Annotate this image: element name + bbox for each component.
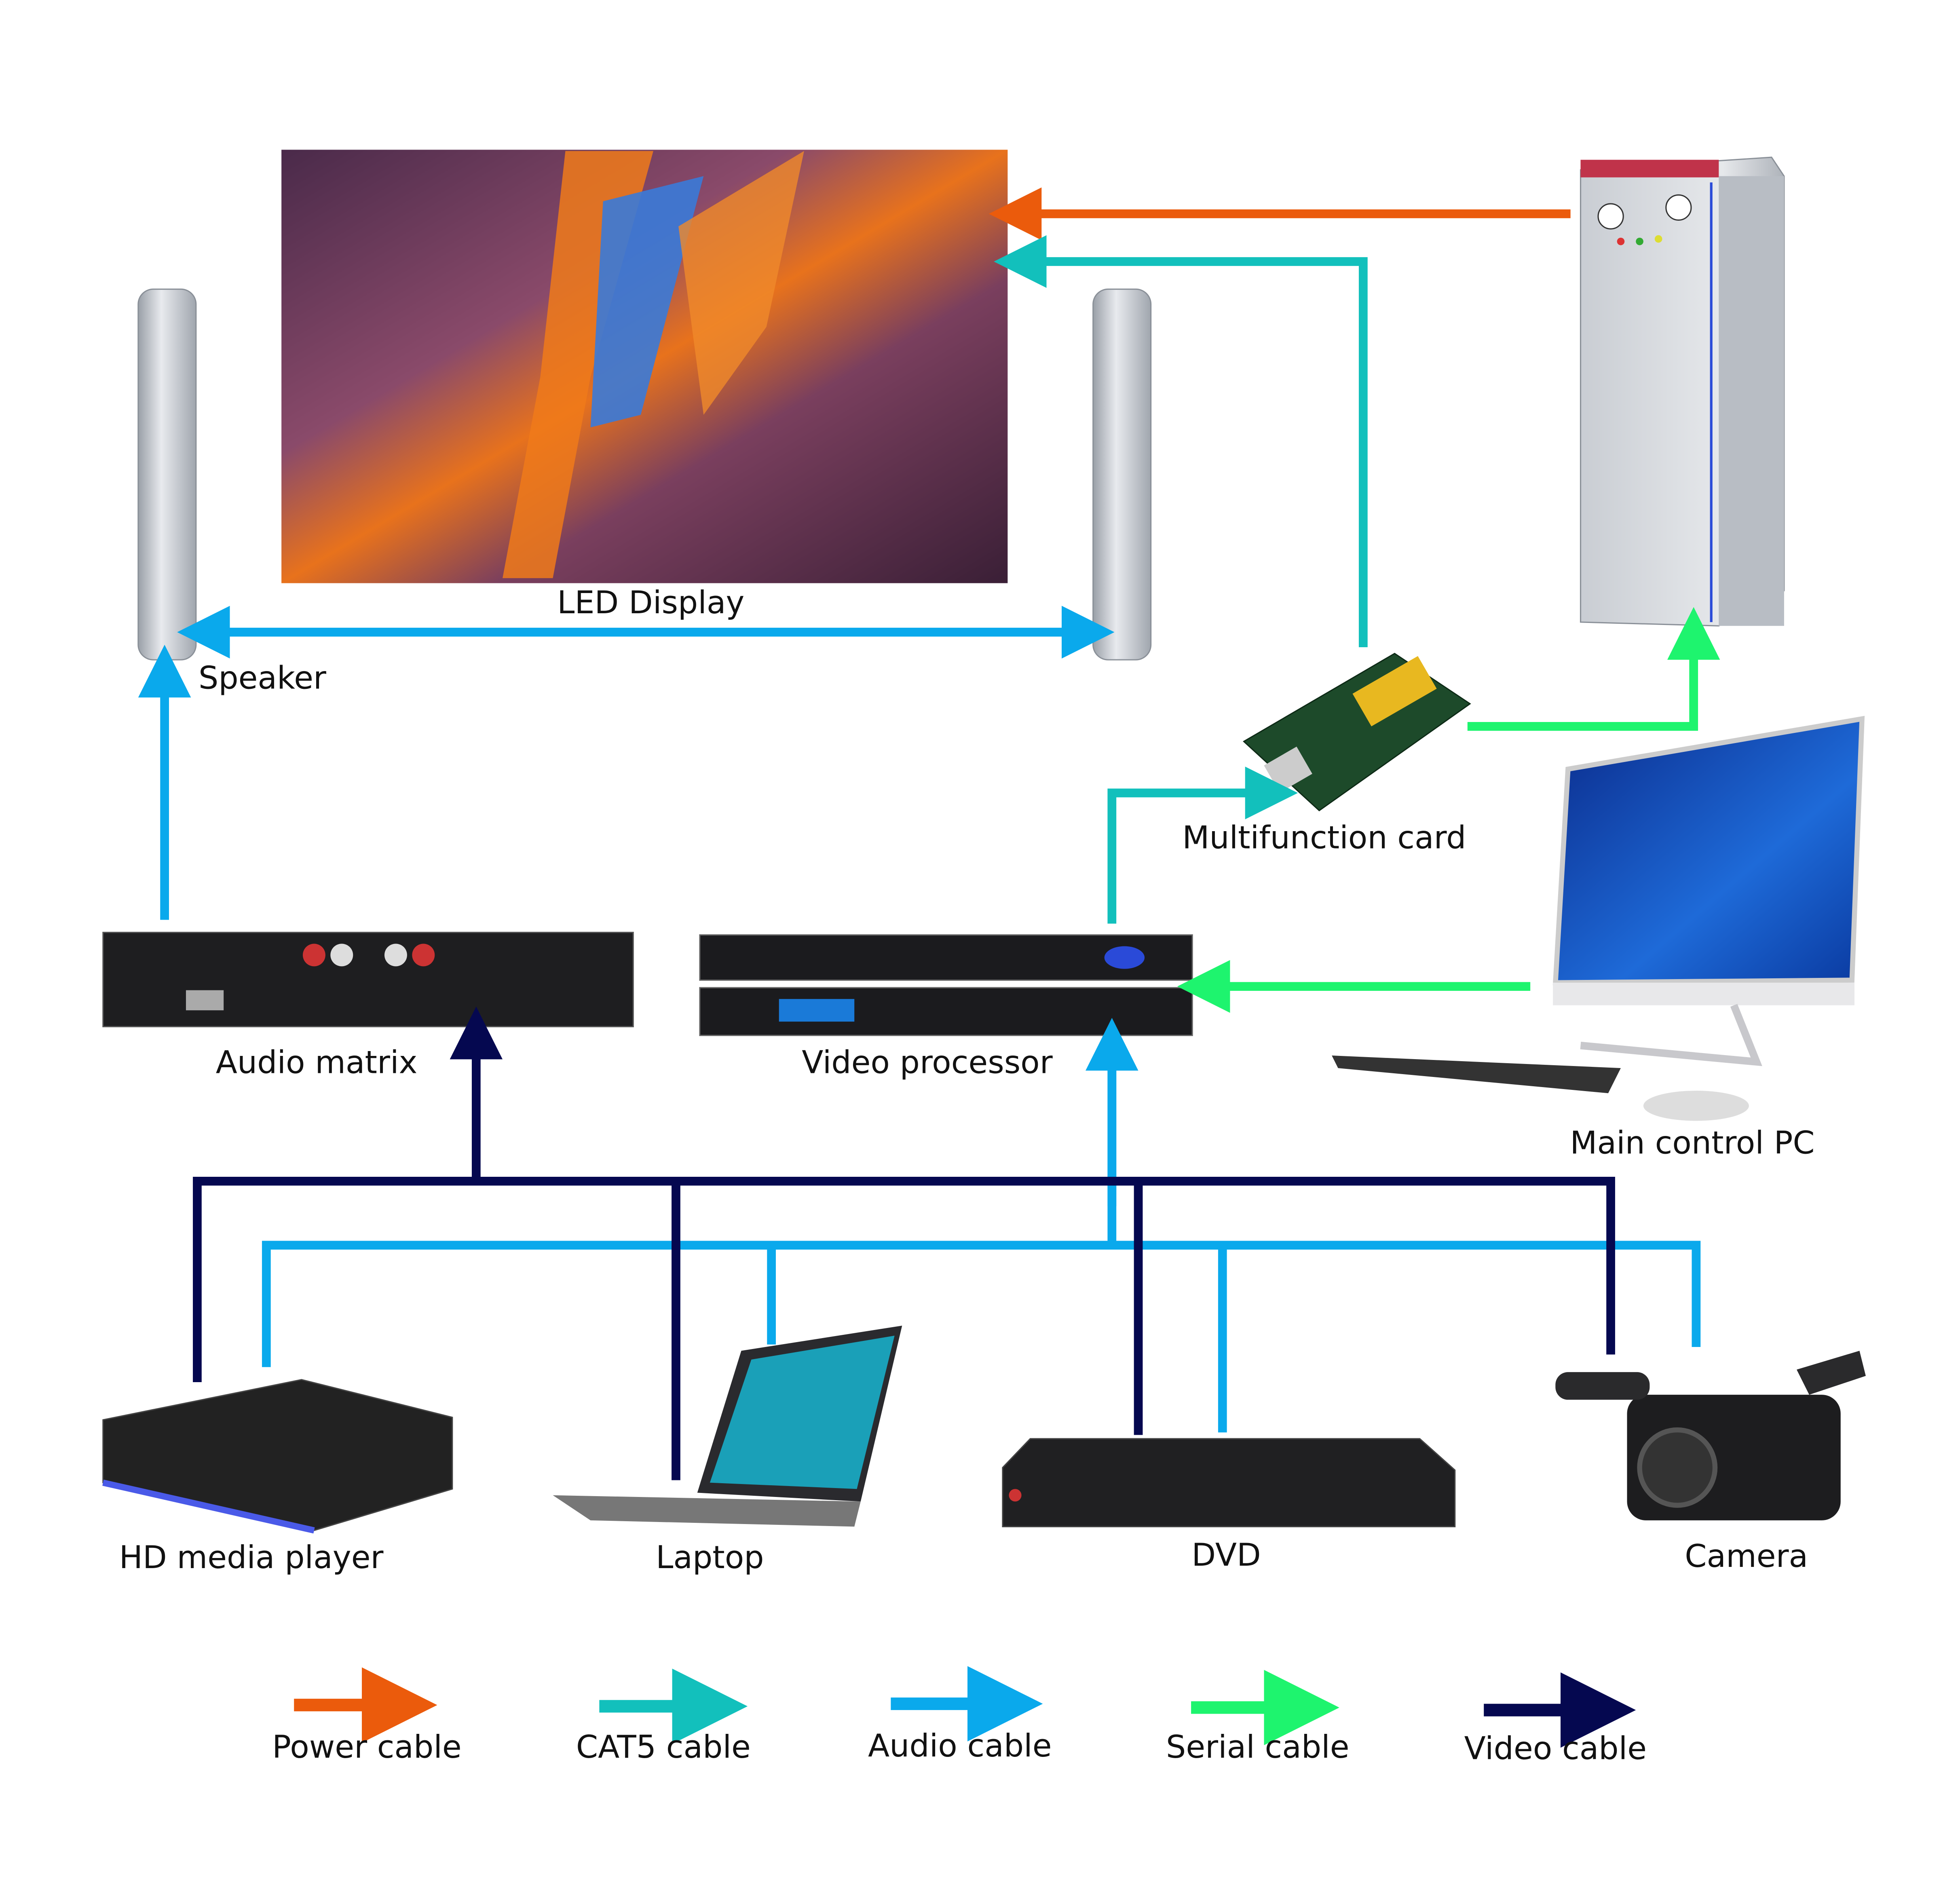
multifunction-card: Multifunction card bbox=[1182, 652, 1471, 856]
speaker-label: Speaker bbox=[199, 660, 326, 697]
dvd-player: DVD bbox=[1002, 1438, 1456, 1573]
legend-item-serial: Serial cable bbox=[1166, 1670, 1350, 1765]
laptop-label: Laptop bbox=[656, 1539, 764, 1576]
camera-label: Camera bbox=[1685, 1538, 1808, 1575]
svg-text:Video cable: Video cable bbox=[1464, 1730, 1647, 1767]
speaker-right bbox=[1092, 288, 1152, 661]
video-processor: Video processor bbox=[699, 934, 1193, 1081]
camera: Camera bbox=[1555, 1351, 1866, 1575]
legend-item-cat5: CAT5 cable bbox=[576, 1668, 751, 1765]
main-control-pc: Main control PC bbox=[1332, 716, 1865, 1161]
legend-item-power: Power cable bbox=[272, 1667, 462, 1765]
hd-media-player: HD media player bbox=[102, 1379, 453, 1576]
serial-cable-card-to-cabinet bbox=[1467, 607, 1720, 731]
power-cabinet bbox=[1580, 156, 1785, 627]
legend-item-audio: Audio cable bbox=[868, 1666, 1052, 1764]
audio-matrix-label: Audio matrix bbox=[216, 1045, 418, 1081]
svg-text:Power cable: Power cable bbox=[272, 1729, 462, 1765]
video-processor-label: Video processor bbox=[802, 1045, 1052, 1081]
audio-matrix: Audio matrix bbox=[102, 931, 634, 1081]
video-cable-bus bbox=[193, 1176, 1615, 1480]
speaker-left bbox=[137, 288, 197, 661]
legend: Power cable CAT5 cable Audio cable Seria… bbox=[272, 1666, 1647, 1767]
cat5-cable-card-to-display bbox=[994, 235, 1368, 648]
led-display-label: LED Display bbox=[557, 585, 744, 621]
main-control-pc-label: Main control PC bbox=[1570, 1125, 1814, 1161]
laptop: Laptop bbox=[553, 1326, 902, 1576]
audio-cable-bus bbox=[262, 1062, 1701, 1433]
svg-text:CAT5 cable: CAT5 cable bbox=[576, 1729, 751, 1765]
hd-media-player-label: HD media player bbox=[119, 1539, 384, 1576]
legend-item-video: Video cable bbox=[1464, 1672, 1647, 1767]
dvd-label: DVD bbox=[1191, 1537, 1261, 1573]
multifunction-card-label: Multifunction card bbox=[1182, 819, 1466, 856]
svg-text:Serial cable: Serial cable bbox=[1166, 1729, 1350, 1765]
cables bbox=[138, 187, 1720, 1480]
svg-text:Audio cable: Audio cable bbox=[868, 1728, 1052, 1764]
cat5-cable-processor-to-card bbox=[1107, 766, 1298, 924]
led-display: LED Display bbox=[281, 150, 1008, 621]
